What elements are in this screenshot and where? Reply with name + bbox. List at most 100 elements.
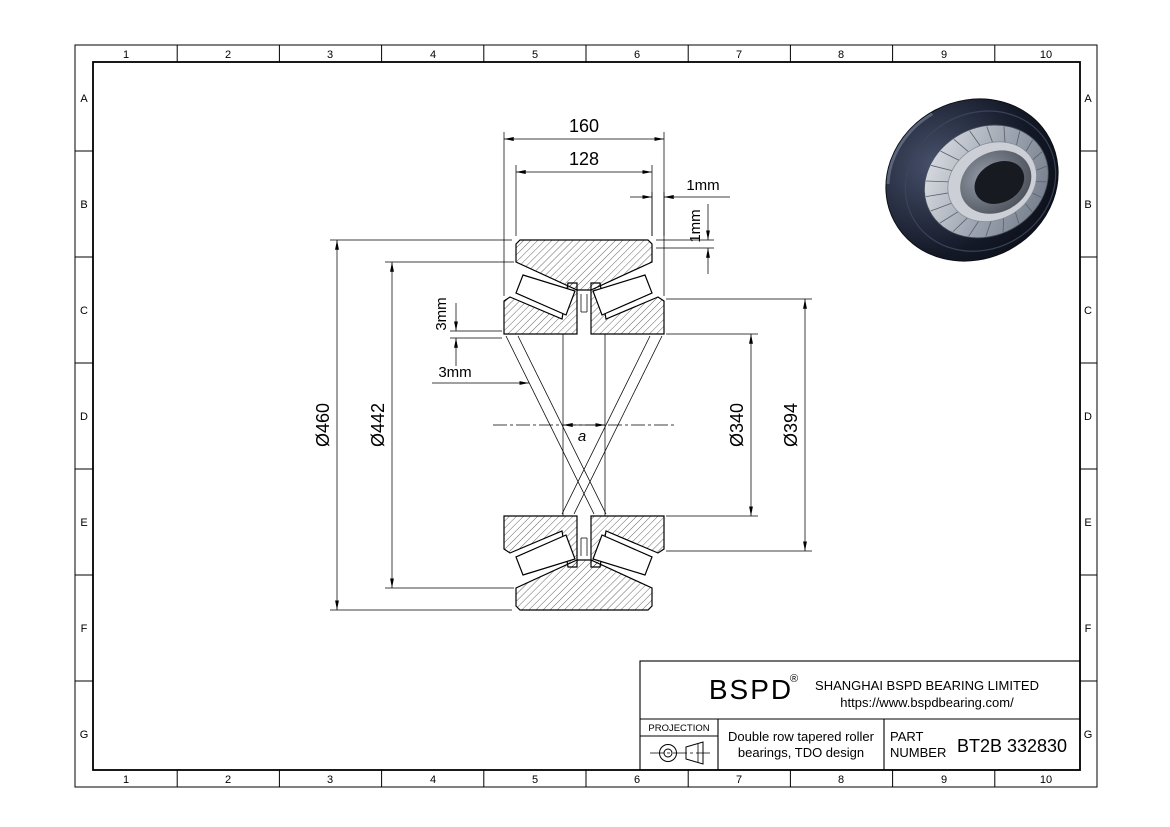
dim-rib-offset-3mm-vertical: 3mm [433, 297, 502, 366]
grid-col-label-bottom-3: 3 [327, 774, 333, 786]
grid-row-label-left-G: G [80, 729, 89, 741]
grid-row-label-right-F: F [1085, 623, 1092, 635]
grid-row-label-left-D: D [80, 411, 88, 423]
grid-row-label-right-G: G [1084, 729, 1093, 741]
dim-cup-width-label: 128 [569, 149, 599, 169]
dim-total-width-label: 160 [569, 116, 599, 136]
roller-bottom-right [592, 534, 653, 576]
roller-texture-line [931, 165, 954, 172]
part-label-line2: NUMBER [890, 745, 946, 760]
grid-col-label-bottom-6: 6 [634, 774, 640, 786]
roller-texture-line [952, 216, 969, 232]
roller-texture-line [1034, 181, 1047, 183]
roller-texture-line [969, 130, 981, 147]
grid-col-label-bottom-9: 9 [941, 774, 947, 786]
grid-col-label-top-2: 2 [225, 49, 231, 61]
grid-col-label-top-6: 6 [634, 49, 640, 61]
grid-row-label-right-A: A [1084, 93, 1092, 105]
roller-texture-line [1015, 131, 1021, 147]
grid-col-label-bottom-8: 8 [838, 774, 844, 786]
dim-effective-center-distance-a: a [563, 423, 605, 445]
roller-texture-line [1002, 217, 1005, 232]
grid-col-label-top-10: 10 [1040, 49, 1052, 61]
dim-face-offset-1mm-vertical: 1mm [656, 204, 714, 274]
projection-label: PROJECTION [648, 723, 709, 734]
grid-col-label-top-4: 4 [430, 49, 436, 61]
dim-outer-diameter-460: Ø460 [313, 239, 512, 611]
grid-row-label-left-E: E [80, 517, 87, 529]
center-slot-detail [580, 294, 588, 556]
description-line1: Double row tapered roller [728, 729, 875, 744]
bearing-3d-ring-edge [904, 110, 1057, 252]
grid-col-label-top-3: 3 [327, 49, 333, 61]
roller-top-left [515, 274, 576, 316]
grid-row-label-right-B: B [1084, 199, 1091, 211]
company-website: https://www.bspdbearing.com/ [840, 695, 1014, 710]
grid-col-label-bottom-1: 1 [123, 774, 129, 786]
grid-row-label-left-F: F [81, 623, 88, 635]
grid-col-label-bottom-2: 2 [225, 774, 231, 786]
registered-trademark-symbol: ® [790, 673, 798, 685]
dim-bore-diameter-label: Ø340 [727, 403, 747, 447]
frame-grid-ticks [75, 45, 1097, 787]
cup-section-bottom [515, 559, 653, 611]
projection-symbol-icon [650, 741, 712, 765]
grid-row-label-left-B: B [80, 199, 87, 211]
dim-face-offset-1mm-horizontal: 1mm [630, 177, 730, 236]
bearing-3d-view [885, 98, 1059, 262]
dim-rib-offset-3mm-leader: 3mm [432, 364, 529, 385]
roller-bottom-left [515, 534, 576, 576]
dim-rib-offset-leader-label: 3mm [438, 364, 471, 381]
roller-texture-line [930, 202, 953, 212]
company-name: SHANGHAI BSPD BEARING LIMITED [815, 678, 1039, 693]
brand-logo-text: BSPD [709, 674, 793, 705]
title-block: BSPD ® SHANGHAI BSPD BEARING LIMITED htt… [639, 660, 1081, 771]
part-label-line1: PART [890, 729, 924, 744]
grid-row-label-right-C: C [1084, 305, 1092, 317]
roller-texture-line [953, 139, 970, 153]
grid-col-label-top-7: 7 [736, 49, 742, 61]
roller-texture-line [1031, 151, 1043, 161]
bearing-3d-highlight [886, 112, 934, 184]
dimensions: 160 128 1mm 1mm 3mm [313, 116, 812, 611]
roller-texture-line [1031, 192, 1042, 198]
roller-texture-line [968, 220, 980, 237]
dim-bore-diameter-340: Ø340 [666, 333, 758, 517]
bearing-3d-bore-hole [974, 160, 1025, 204]
dim-flange-diameter-label: Ø394 [781, 403, 801, 447]
dim-face-offset-v-label: 1mm [687, 209, 704, 242]
roller-texture-line [1003, 126, 1006, 144]
roller-texture-line [985, 220, 992, 237]
roller-texture-line [1024, 202, 1033, 212]
description-line2: bearings, TDO design [738, 745, 864, 760]
roller-texture-line [940, 150, 961, 162]
grid-row-label-left-A: A [80, 93, 88, 105]
roller-texture-line [1014, 210, 1020, 224]
dim-outer-diameter-label: Ø460 [313, 403, 333, 447]
roller-texture-line [1035, 165, 1047, 172]
roller-texture-line [926, 180, 950, 183]
title-block-border [639, 660, 1081, 771]
grid-col-label-bottom-7: 7 [736, 774, 742, 786]
roller-texture-line [1025, 139, 1034, 153]
grid-col-label-top-5: 5 [532, 49, 538, 61]
grid-col-label-top-9: 9 [941, 49, 947, 61]
grid-col-label-top-1: 1 [123, 49, 129, 61]
dim-raceway-diameter-442: Ø442 [368, 261, 514, 589]
dim-raceway-diameter-label: Ø442 [368, 403, 388, 447]
dim-flange-diameter-394: Ø394 [666, 298, 812, 552]
roller-texture-line [986, 126, 994, 144]
grid-col-label-top-8: 8 [838, 49, 844, 61]
grid-col-label-bottom-5: 5 [532, 774, 538, 786]
roller-texture-line [925, 192, 950, 198]
grid-col-label-bottom-10: 10 [1040, 774, 1052, 786]
sheet-frame: 1 2 3 4 5 6 7 8 9 10 1 2 3 4 5 6 7 8 9 1… [74, 44, 1098, 788]
grid-row-label-right-D: D [1084, 411, 1092, 423]
grid-row-label-right-E: E [1084, 517, 1091, 529]
grid-col-label-bottom-4: 4 [430, 774, 436, 786]
dim-center-distance-label: a [578, 428, 586, 445]
grid-row-label-left-C: C [80, 305, 88, 317]
dim-rib-offset-v-label: 3mm [433, 297, 450, 330]
